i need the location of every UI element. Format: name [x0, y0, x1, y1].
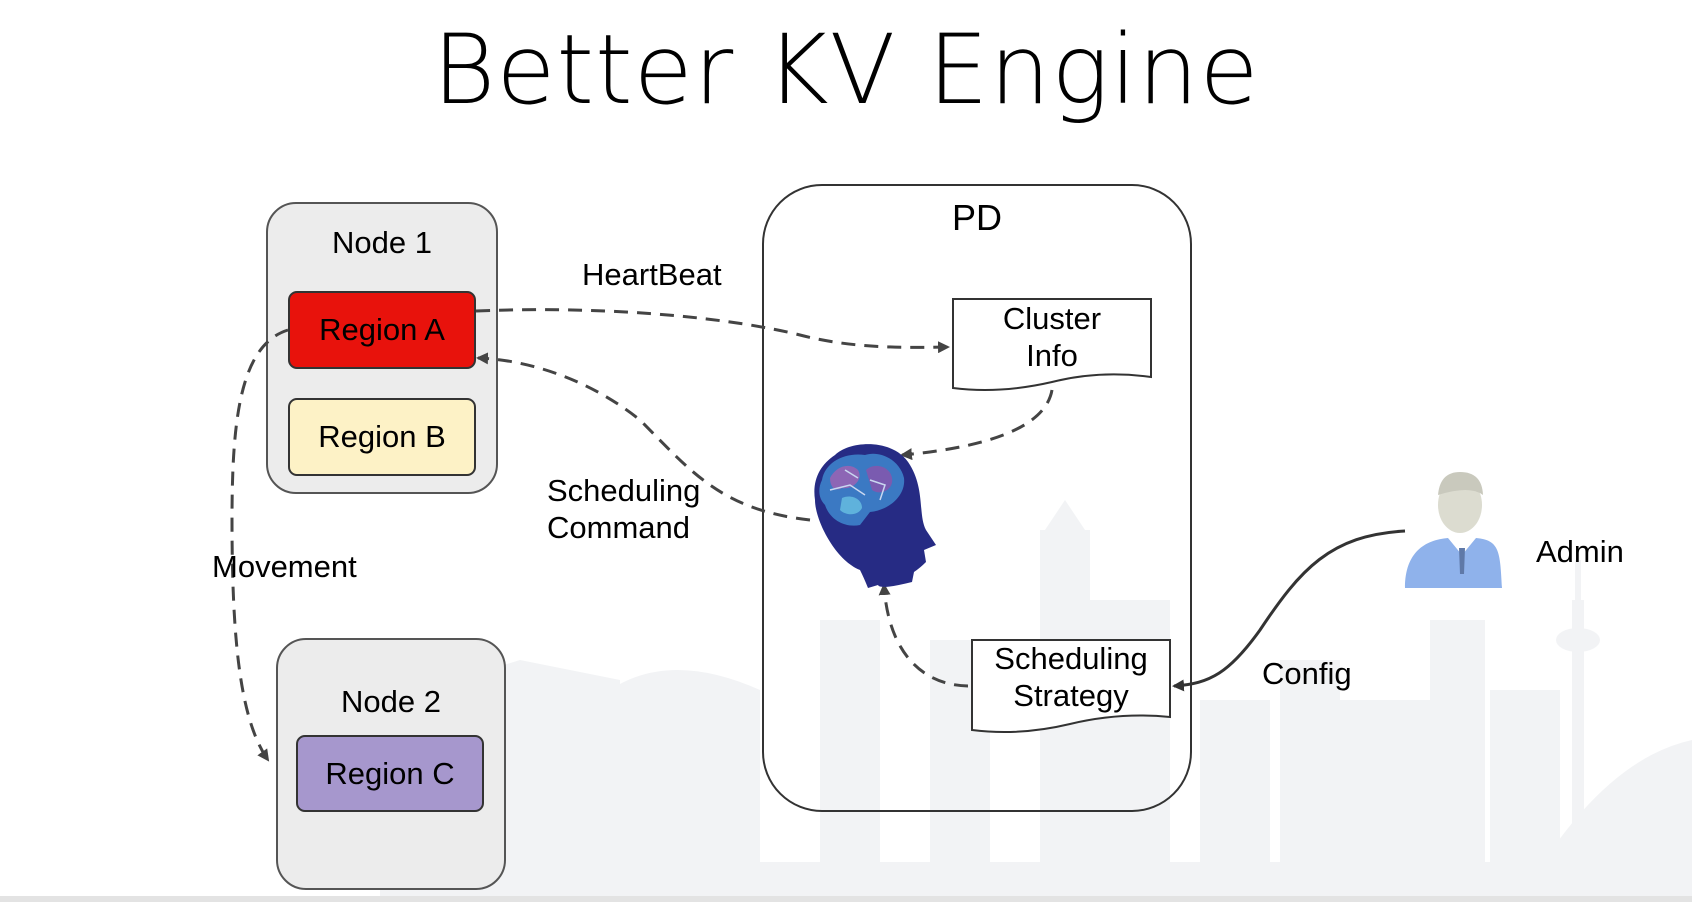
bottom-bar [0, 896, 1692, 902]
brain-icon [814, 444, 936, 588]
pd-container [762, 184, 1192, 812]
region-c: Region C [296, 735, 484, 812]
pd-label: PD [951, 197, 1002, 238]
heartbeat-label: HeartBeat [582, 257, 722, 292]
scheduling-strategy-label: Scheduling Strategy [994, 641, 1148, 714]
config-label: Config [1262, 656, 1352, 691]
movement-label: Movement [212, 549, 357, 584]
node-2-label: Node 2 [341, 684, 441, 719]
cluster-to-brain-arrow [900, 389, 1054, 461]
cluster-info-document [952, 298, 1152, 391]
node-1-label: Node 1 [332, 225, 432, 260]
strategy-to-brain-arrow [878, 583, 969, 688]
scheduling-command-arrow [476, 352, 811, 522]
scheduling-strategy-document [971, 639, 1171, 733]
cluster-info-label: Cluster Info [1002, 301, 1102, 374]
user-icon [1405, 472, 1502, 588]
heartbeat-arrow [475, 308, 950, 354]
scheduling-command-label: Scheduling Command [547, 473, 701, 546]
config-arrow [1172, 529, 1406, 692]
admin-label: Admin [1536, 534, 1624, 569]
region-a: Region A [288, 291, 476, 369]
movement-arrow [230, 328, 289, 762]
slide-title: Better KV Engine [432, 14, 1260, 126]
region-b: Region B [288, 398, 476, 476]
